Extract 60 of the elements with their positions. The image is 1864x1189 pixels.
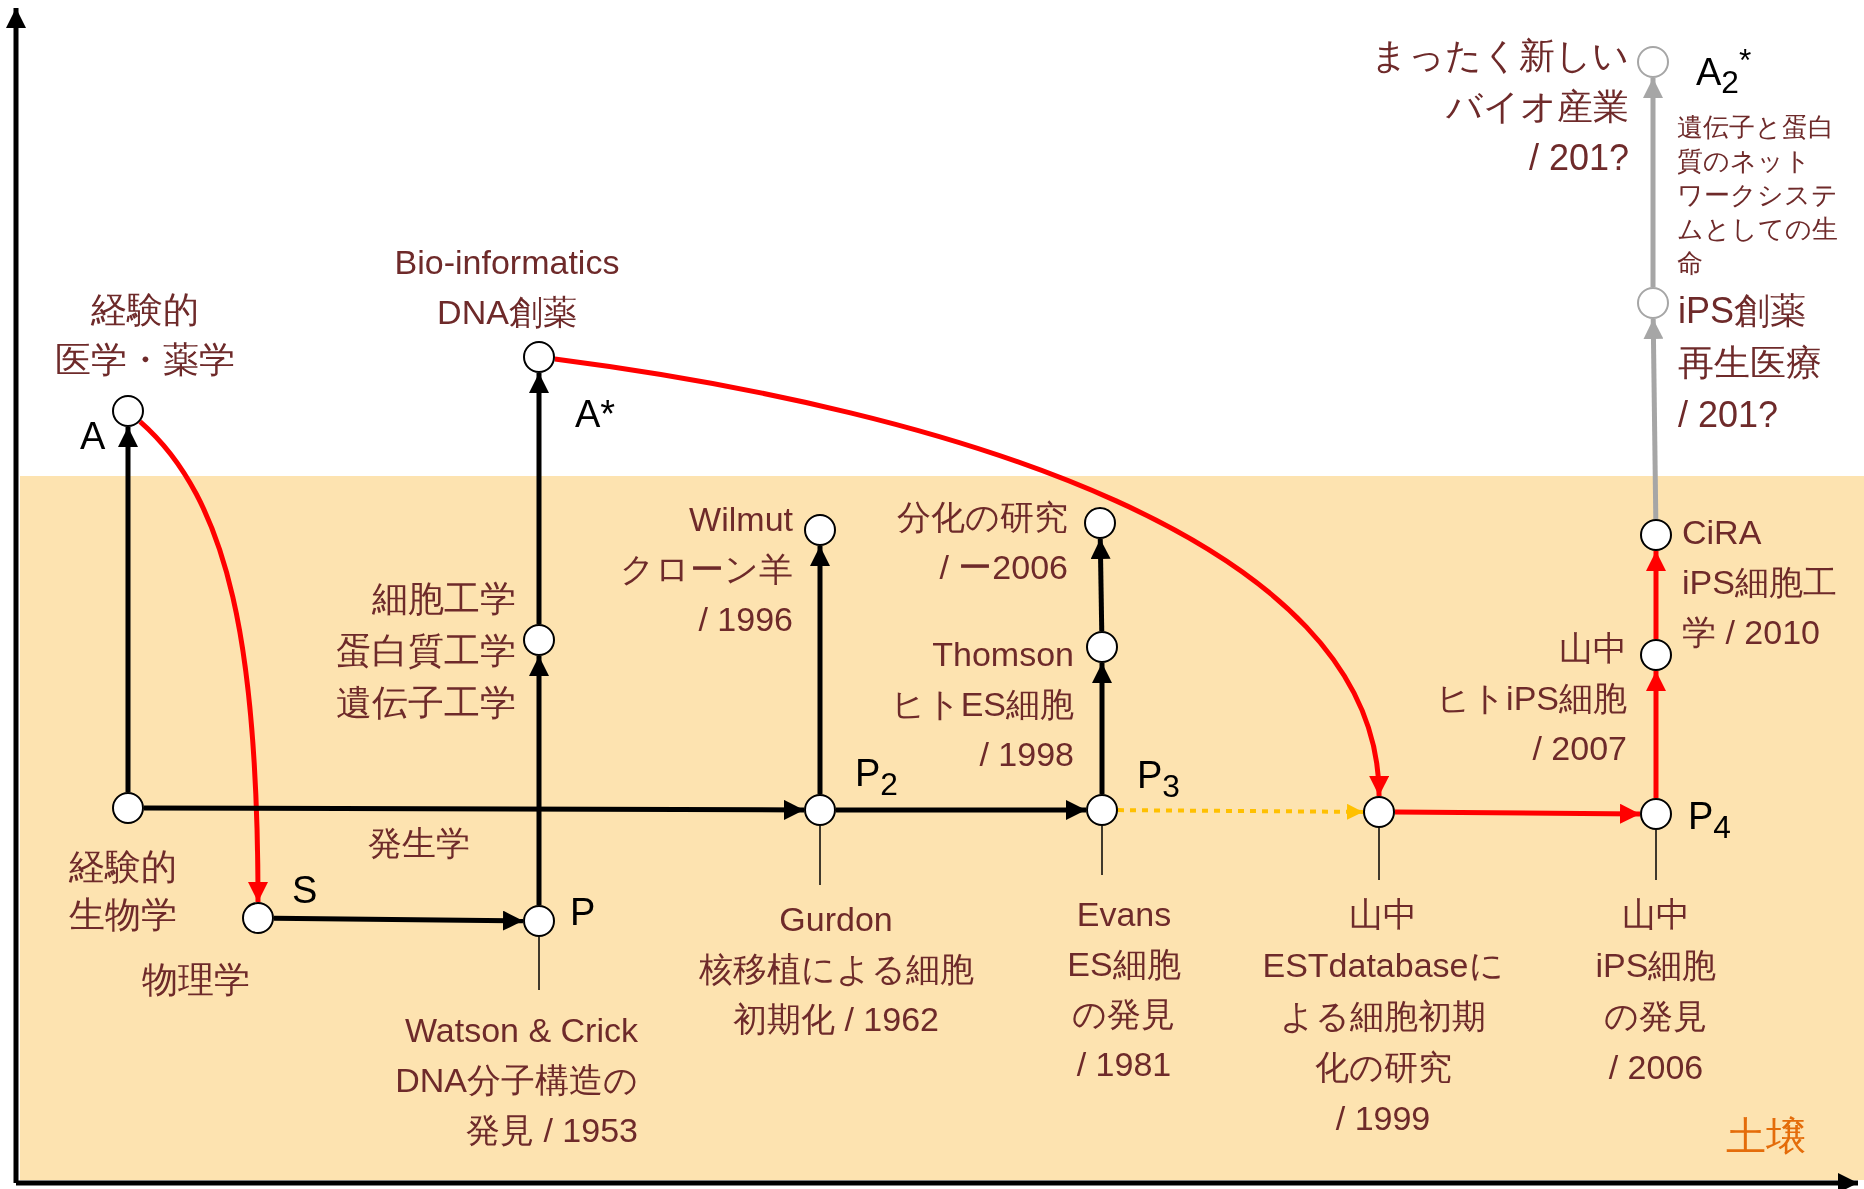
event-label: 山中 [1622,894,1690,935]
arrow [1646,671,1666,798]
event-label: Evans [1076,894,1172,935]
arrow [1643,318,1664,520]
node-label: 細胞工学 [372,577,516,621]
event-label: DNA分子構造の発見 / 1953 [395,1060,638,1151]
arrow [836,800,1086,820]
node-label: 経験的医学・薬学 [55,288,235,382]
point-label: P$_{4}$ [1688,794,1731,847]
arrow [1646,551,1666,639]
arrow [810,546,830,794]
arrow [1092,663,1112,794]
node-label: 蛋白質工学 [336,629,516,673]
event-label: ESTdatabaseによる細胞初期化の研究 / 1999 [1262,945,1504,1139]
node-label: Bio-informatics [394,242,620,283]
point-label: P [570,890,596,934]
region-label: 土壌 [1726,1113,1806,1160]
leader-line [538,936,540,991]
node-label: 山中 [1559,628,1627,669]
leader-line [1378,827,1380,881]
arrow [1118,803,1363,820]
arrow [273,910,524,931]
event-label: 山中 [1349,894,1417,935]
node-label: 経験的生物学 [69,845,177,937]
event-label: Watson & Crick [405,1010,638,1051]
leader-line [819,825,821,886]
point-label: A [80,414,106,458]
point-label: S [292,868,318,912]
arrow [144,799,804,820]
node-label: iPS創薬 [1678,289,1807,333]
arrow [529,373,549,624]
point-label: A* [575,392,616,436]
edge-label: 遺伝子と蛋白質のネットワークシステムとしての生命 [1677,111,1838,280]
event-label: iPS細胞の発見 / 2006 [1595,945,1717,1088]
arrow [554,356,1387,797]
event-label: 核移植による細胞初期化 / 1962 [698,949,974,1040]
arrow [1643,78,1663,287]
node-label: ヒトiPS細胞 / 2007 [1436,678,1627,769]
node-label: 分化の研究 / ー2006 [897,497,1068,588]
node-label: DNA創薬 [437,292,577,333]
leader-line [1655,829,1657,881]
arrow [1090,538,1111,632]
node-label: Thomson [932,634,1074,675]
node-label: 物理学 [142,958,250,1002]
node-label: Wilmut [689,499,793,540]
point-label: P$_{3}$ [1137,753,1180,806]
edge-label: 発生学 [368,823,470,864]
arrow [138,419,268,903]
arrow [529,656,549,905]
node-label: iPS細胞工学 / 2010 [1682,562,1837,653]
event-label: ES細胞の発見 / 1981 [1067,944,1181,1085]
event-label: Gurdon [779,899,893,940]
node-label: まったく新しいバイオ産業 / 201? [1371,34,1629,180]
node-label: クローン羊 / 1996 [620,549,793,640]
node-label: 遺伝子工学 [336,681,516,725]
arrow [1395,803,1640,824]
node-label: CiRA [1682,512,1762,553]
node-label: 再生医療 / 201? [1678,341,1822,437]
arrow [118,427,138,792]
leader-line [1101,825,1103,876]
